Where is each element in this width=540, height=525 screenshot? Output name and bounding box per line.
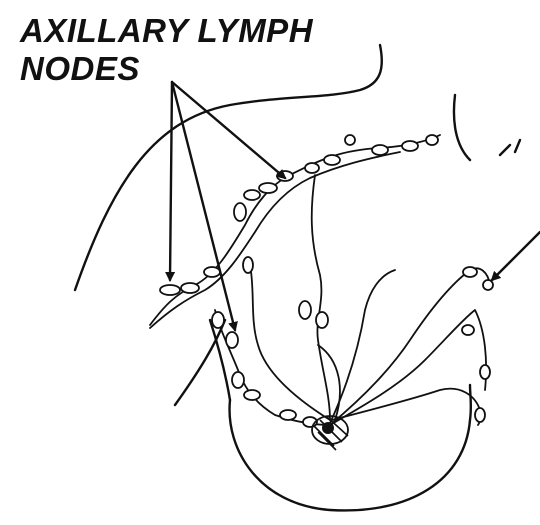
neck-line — [454, 95, 470, 160]
label-arrows — [170, 82, 540, 330]
breast-outline — [230, 385, 471, 510]
diagram-label-line2: NODES — [20, 52, 140, 85]
arm-inner-line — [175, 320, 225, 405]
lymph-vessels — [150, 135, 490, 425]
diagram-label-line1: AXILLARY LYMPH — [20, 14, 313, 47]
neck-mark — [500, 140, 520, 155]
